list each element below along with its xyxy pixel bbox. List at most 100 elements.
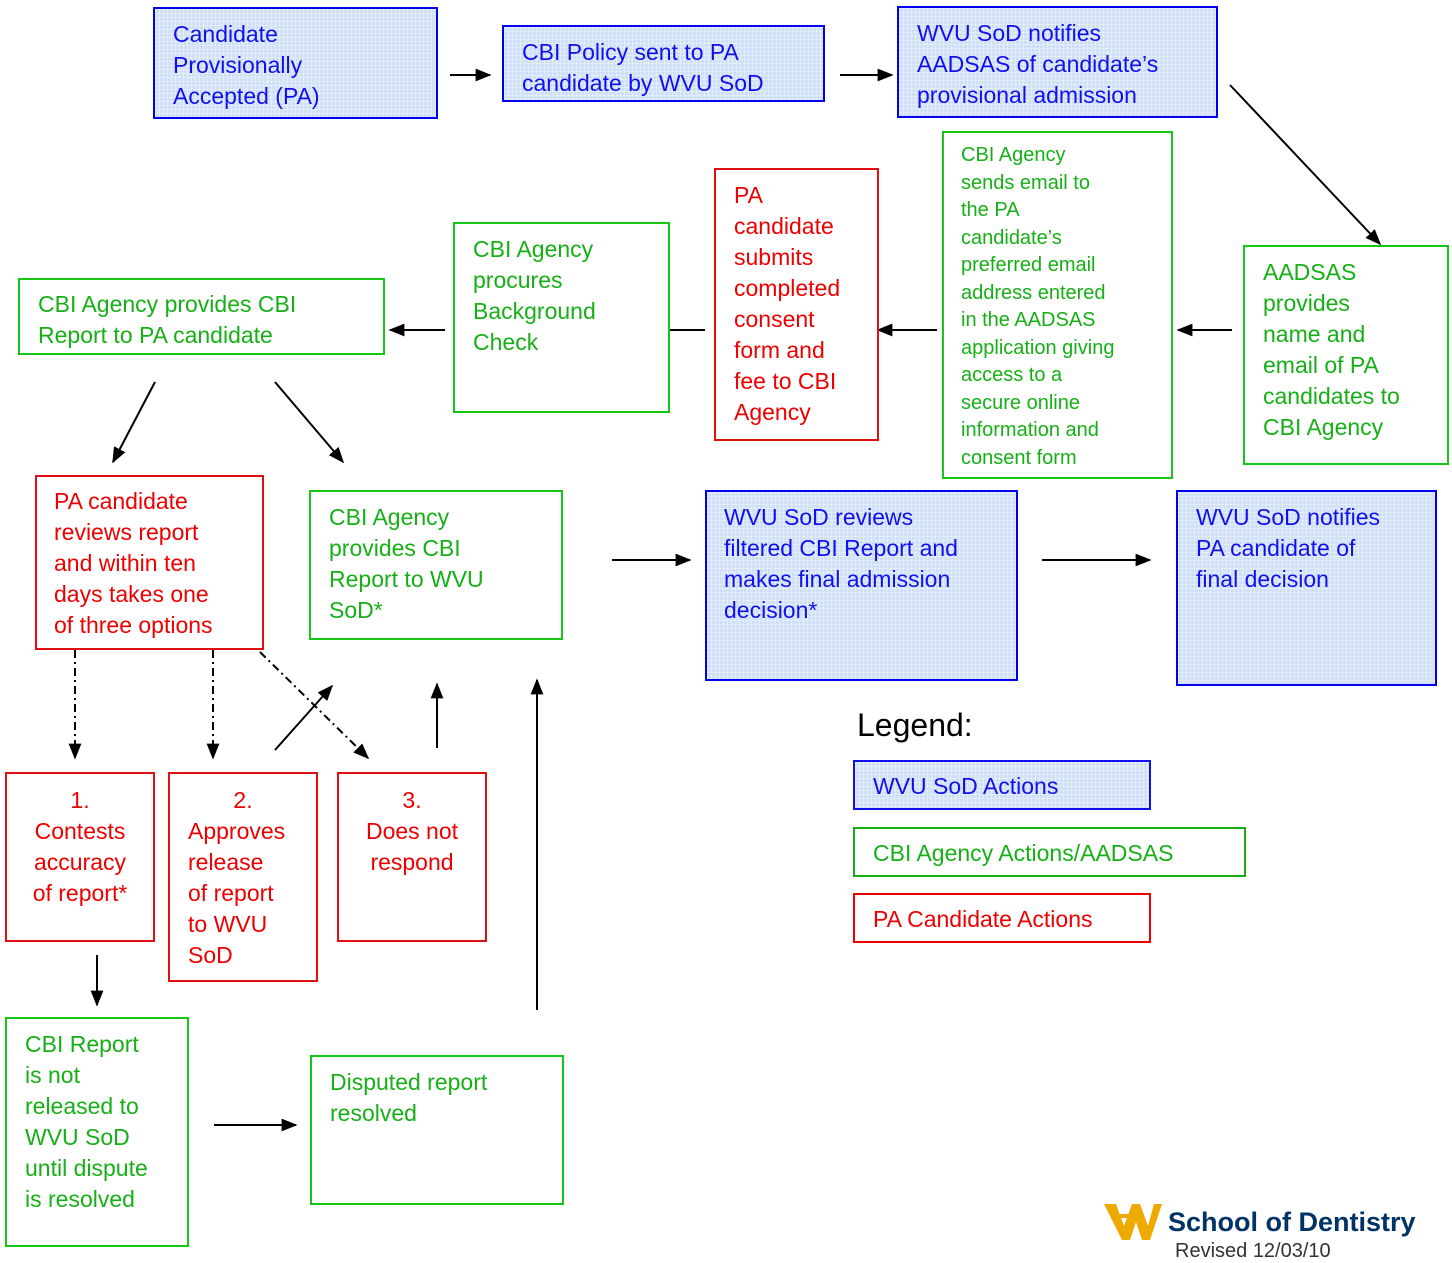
box-line: PA candidate <box>54 488 188 514</box>
box-aadsas-provides-names: AADSAS provides name and email of PA can… <box>1243 245 1449 465</box>
box-line: candidates to <box>1263 383 1400 409</box>
box-line: AADSAS of candidate’s <box>917 51 1159 77</box>
box-line: candidate by WVU SoD <box>522 70 764 96</box>
box-line: information and <box>961 419 1099 441</box>
box-line: and within ten <box>54 550 196 576</box>
wvu-logo-icon <box>1104 1204 1162 1240</box>
box-sod-notifies-aadsas: WVU SoD notifies AADSAS of candidate’s p… <box>897 6 1218 118</box>
revised-date: Revised 12/03/10 <box>1175 1240 1331 1262</box>
box-candidate-reviews-report: PA candidate reviews report and within t… <box>35 475 264 650</box>
box-line: WVU SoD <box>25 1124 130 1150</box>
box-line: name and <box>1263 321 1366 347</box>
legend-label: PA Candidate Actions <box>873 906 1093 932</box>
box-line: preferred email <box>961 254 1096 276</box>
box-line: WVU SoD notifies <box>917 20 1102 46</box>
box-line: CBI Policy sent to PA <box>522 39 739 65</box>
box-line: reviews report <box>54 519 199 545</box>
box-line: 1. <box>70 787 90 813</box>
box-report-not-released: CBI Report is not released to WVU SoD un… <box>5 1017 189 1247</box>
box-line: fee to CBI <box>734 368 837 394</box>
box-agency-sends-email: CBI Agency sends email to the PA candida… <box>942 131 1173 479</box>
box-line: SoD* <box>329 597 383 623</box>
box-line: the PA <box>961 199 1020 221</box>
box-line: WVU SoD reviews <box>724 504 914 530</box>
box-dispute-resolved: Disputed report resolved <box>310 1055 564 1205</box>
school-of-dentistry-logo-text: School of Dentistry <box>1168 1207 1416 1237</box>
box-line: Accepted (PA) <box>173 83 320 109</box>
box-line: Approves <box>188 818 286 844</box>
box-line: 2. <box>233 787 253 813</box>
box-line: filtered CBI Report and <box>724 535 958 561</box>
box-line: released to <box>25 1093 139 1119</box>
box-line: release <box>188 849 264 875</box>
box-cbi-policy-sent: CBI Policy sent to PA candidate by WVU S… <box>502 25 825 102</box>
arrow-notify-to-aadsas <box>1229 84 1382 246</box>
box-line: WVU SoD notifies <box>1196 504 1381 530</box>
legend-item-sod-actions: WVU SoD Actions <box>853 760 1151 810</box>
legend-label: CBI Agency Actions/AADSAS <box>873 840 1174 866</box>
box-line: address entered <box>961 281 1106 304</box>
box-line: provisional admission <box>917 82 1137 108</box>
box-line: candidate <box>734 213 834 239</box>
box-line: accuracy <box>33 849 127 875</box>
box-line: Candidate <box>173 21 278 47</box>
box-line: AADSAS <box>1263 259 1357 285</box>
box-candidate-provisionally-accepted: Candidate Provisionally Accepted (PA) <box>153 7 438 119</box>
arrow-option2-to-sod <box>274 684 334 751</box>
box-line: submits <box>734 244 814 270</box>
box-line: of report <box>188 880 274 906</box>
box-line: is resolved <box>25 1186 135 1212</box>
box-line: of report* <box>32 880 128 906</box>
box-line: consent <box>734 306 815 332</box>
box-line: CBI Agency <box>473 236 594 262</box>
box-line: is not <box>25 1062 80 1088</box>
box-option-does-not-respond: 3. Does not respond <box>337 772 487 942</box>
box-agency-procures-check: CBI Agency procures Background Check <box>453 222 670 413</box>
box-line: CBI Report <box>25 1031 139 1057</box>
box-line: provides CBI <box>329 535 461 561</box>
arrow-provide-to-review <box>112 381 156 464</box>
box-line: Agency <box>734 399 811 425</box>
box-line: Provisionally <box>173 52 303 78</box>
box-line: Background <box>473 298 596 324</box>
box-candidate-submits-consent: PA candidate submits completed consent f… <box>714 168 879 441</box>
box-line: secure online <box>961 391 1080 414</box>
arrow-provide-to-sod <box>274 381 345 464</box>
box-line: Contests <box>34 818 126 844</box>
box-line: form and <box>734 337 825 363</box>
box-line: resolved <box>330 1100 417 1126</box>
box-line: Check <box>473 329 539 355</box>
box-line: respond <box>370 849 454 875</box>
box-line: days takes one <box>54 581 209 607</box>
box-line: Report to WVU <box>329 566 484 592</box>
box-line: 3. <box>402 787 422 813</box>
box-sod-notifies-final-decision: WVU SoD notifies PA candidate of final d… <box>1176 490 1437 686</box>
legend-label: WVU SoD Actions <box>873 773 1059 799</box>
box-line: Report to PA candidate <box>38 322 273 348</box>
box-line: decision* <box>724 597 818 623</box>
box-line: to WVU <box>188 911 268 937</box>
legend-title: Legend: <box>857 707 973 743</box>
box-sod-reviews-report: WVU SoD reviews filtered CBI Report and … <box>705 490 1018 681</box>
box-line: consent form <box>961 446 1077 469</box>
box-line: CBI Agency <box>1263 414 1384 440</box>
box-line: CBI Agency <box>329 504 450 530</box>
box-line: until dispute <box>25 1155 148 1181</box>
legend-item-candidate-actions: PA Candidate Actions <box>853 893 1151 943</box>
box-line: PA candidate of <box>1196 535 1356 561</box>
box-line: of three options <box>54 612 213 638</box>
box-line: access to a <box>961 364 1063 386</box>
box-line: CBI Agency <box>961 144 1066 166</box>
box-line: SoD <box>188 942 233 968</box>
box-line: provides <box>1263 290 1350 316</box>
box-agency-provides-report-to-candidate: CBI Agency provides CBI Report to PA can… <box>18 278 385 355</box>
box-option-contests-accuracy: 1. Contests accuracy of report* <box>5 772 155 942</box>
box-agency-provides-report-to-sod: CBI Agency provides CBI Report to WVU So… <box>309 490 563 640</box>
box-line: Disputed report <box>330 1069 488 1095</box>
box-line: makes final admission <box>724 566 951 592</box>
box-line: email of PA <box>1263 352 1379 378</box>
box-line: in the AADSAS <box>961 309 1096 331</box>
box-line: application giving <box>961 336 1115 359</box>
box-line: PA <box>734 182 763 208</box>
